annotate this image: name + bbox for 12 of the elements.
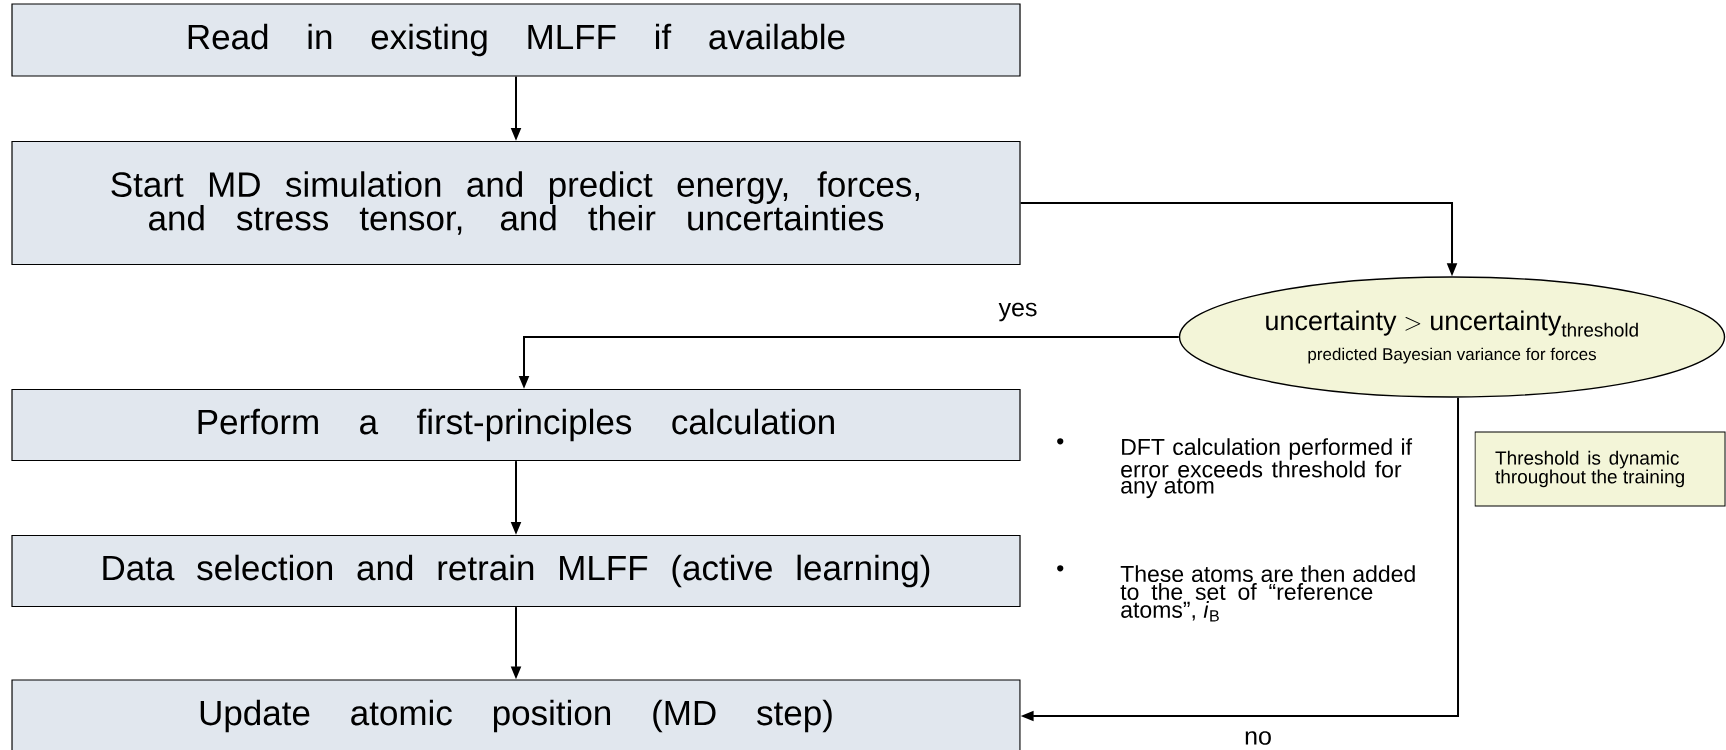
edge-label: no xyxy=(1242,729,1274,747)
note-box: Threshold is dynamic throughout the training xyxy=(1474,431,1726,507)
process-box: Update atomic position (MD step) xyxy=(11,679,1021,750)
process-box: Start MD simulation and predict energy, forces, and stress tensor, and their uncertainties xyxy=(11,140,1021,266)
bullet: • xyxy=(1057,565,1064,572)
process-box: Perform a first-principles calculation xyxy=(11,388,1021,462)
bullet-text: DFT calculation performed if error exceeds threshold for any atom xyxy=(1121,438,1413,499)
edge-label: yes xyxy=(996,300,1040,324)
process-box: Read in existing MLFF if available xyxy=(11,3,1021,77)
process-box: Data selection and retrain MLFF (active learning) xyxy=(11,534,1021,608)
bullet: • xyxy=(1057,438,1064,445)
bullet-text: These atoms are then added to the set of “reference atoms”, i$_{B}$ xyxy=(1120,565,1415,622)
